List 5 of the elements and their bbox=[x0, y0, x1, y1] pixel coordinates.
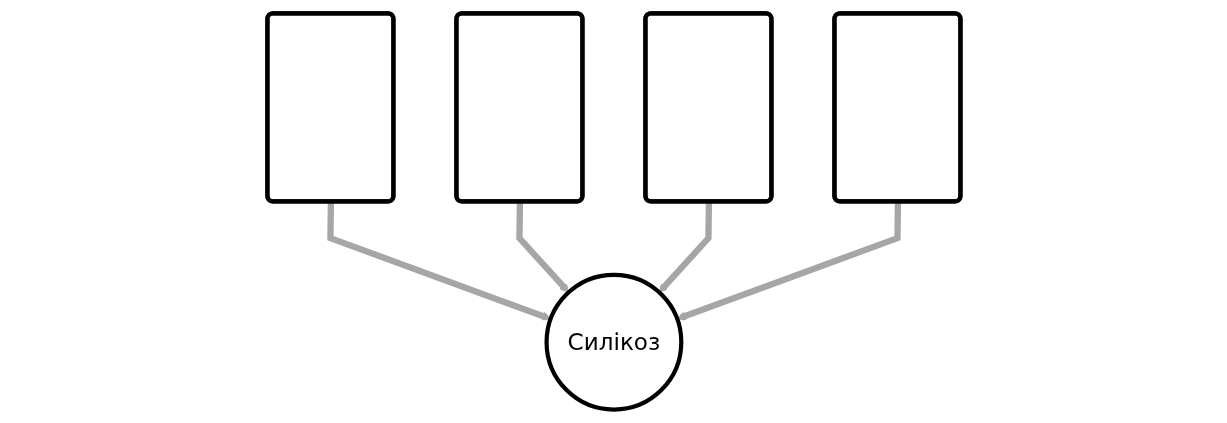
arrow bbox=[658, 201, 712, 293]
arrow bbox=[515, 201, 569, 293]
node-circle: Силікоз bbox=[544, 272, 683, 412]
arrow bbox=[326, 201, 551, 321]
arrow bbox=[676, 201, 901, 321]
